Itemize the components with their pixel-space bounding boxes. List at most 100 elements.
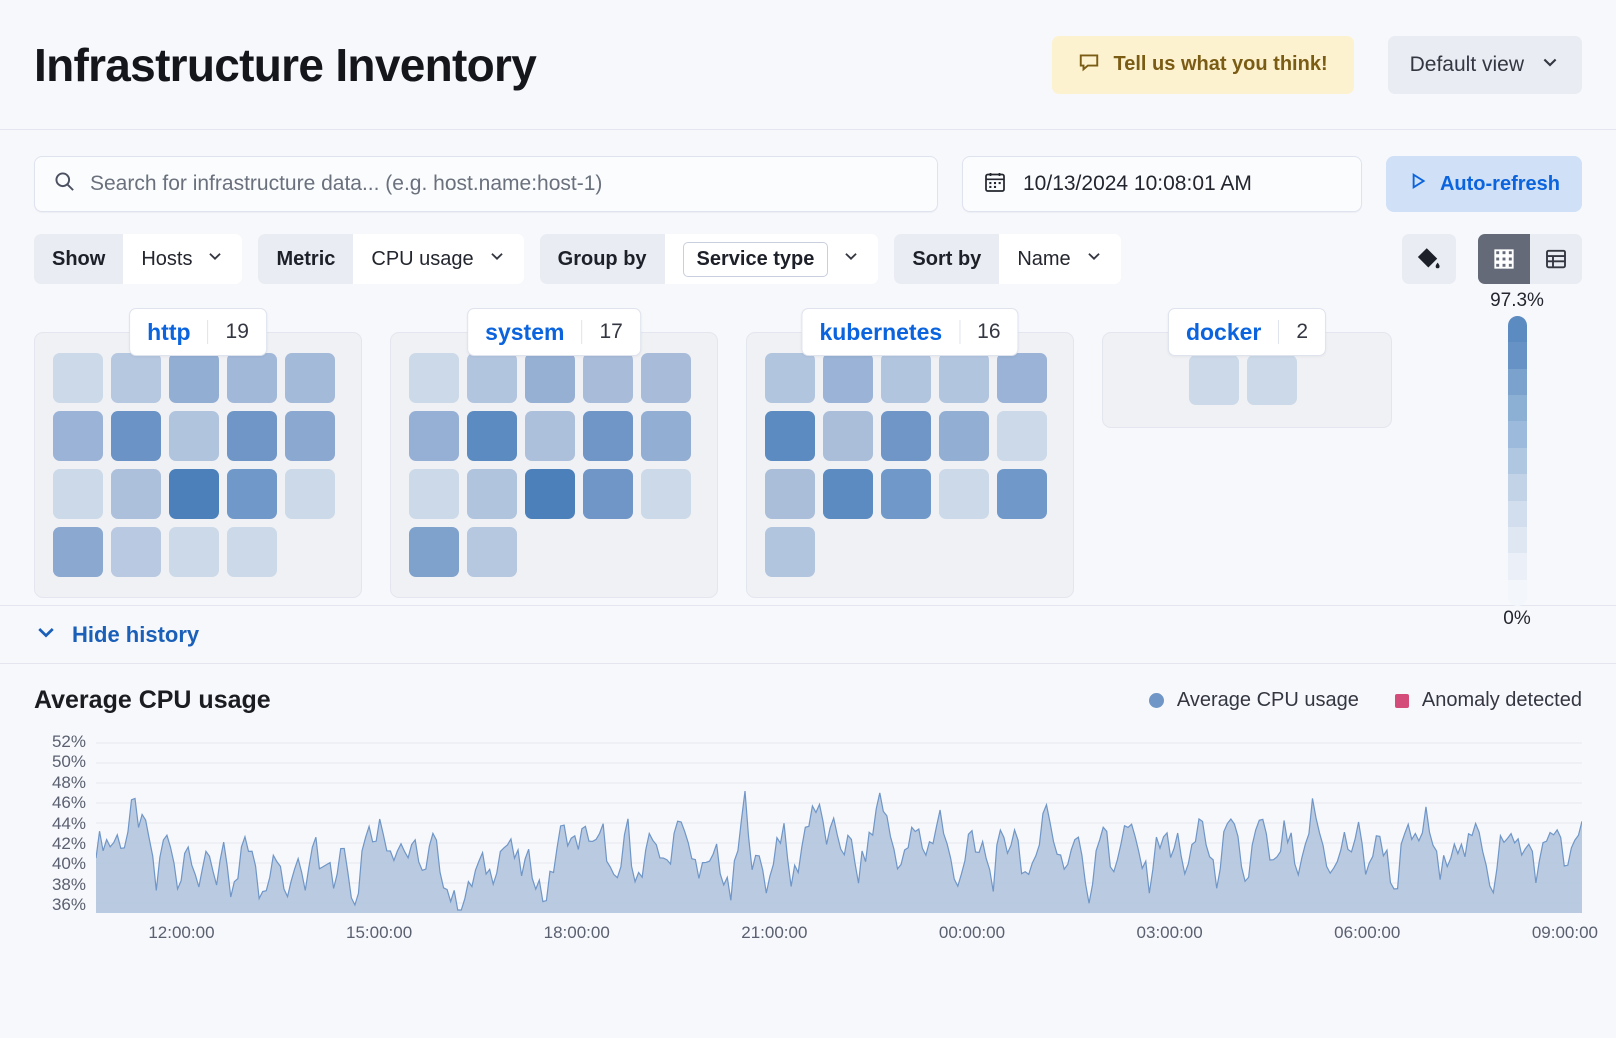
node-cell[interactable] — [765, 353, 815, 403]
node-cell[interactable] — [169, 411, 219, 461]
node-cell[interactable] — [169, 469, 219, 519]
y-axis-tick: 36% — [51, 895, 86, 914]
paint-bucket-icon[interactable] — [1402, 234, 1456, 284]
filter-sort-by-value[interactable]: Name — [999, 234, 1121, 284]
node-cell[interactable] — [881, 411, 931, 461]
y-axis-tick: 42% — [51, 833, 86, 853]
default-view-button[interactable]: Default view — [1387, 35, 1582, 94]
grid-view-icon[interactable] — [1478, 234, 1530, 284]
chevron-down-icon — [34, 620, 58, 649]
node-cell[interactable] — [53, 527, 103, 577]
filter-sort-by: Sort by Name — [894, 234, 1121, 284]
node-cell[interactable] — [765, 527, 815, 577]
node-cell[interactable] — [227, 353, 277, 403]
node-cell[interactable] — [997, 469, 1047, 519]
node-cell[interactable] — [467, 469, 517, 519]
node-cell[interactable] — [765, 469, 815, 519]
chevron-down-icon — [842, 247, 860, 271]
page-title: Infrastructure Inventory — [34, 38, 537, 91]
node-cell[interactable] — [169, 527, 219, 577]
node-cell[interactable] — [53, 353, 103, 403]
hide-history-link[interactable]: Hide history — [72, 621, 200, 647]
node-cell[interactable] — [111, 469, 161, 519]
node-cell[interactable] — [641, 411, 691, 461]
node-cell[interactable] — [111, 353, 161, 403]
node-cell[interactable] — [823, 469, 873, 519]
legend-marker-square — [1394, 693, 1409, 708]
legend-item-anomaly-detected: Anomaly detected — [1394, 689, 1582, 712]
search-input[interactable]: Search for infrastructure data... (e.g. … — [34, 156, 938, 212]
node-cell[interactable] — [111, 527, 161, 577]
node-cell[interactable] — [227, 527, 277, 577]
filter-sort-by-label: Sort by — [894, 234, 1000, 284]
filter-group-by-value-pill: Service type — [682, 241, 829, 277]
node-cell[interactable] — [53, 411, 103, 461]
date-picker[interactable]: 10/13/2024 10:08:01 AM — [962, 156, 1362, 212]
node-cell[interactable] — [285, 411, 335, 461]
node-cell[interactable] — [641, 353, 691, 403]
node-cell[interactable] — [467, 353, 517, 403]
node-cell[interactable] — [823, 353, 873, 403]
node-cell[interactable] — [583, 353, 633, 403]
node-cell[interactable] — [169, 353, 219, 403]
node-cell[interactable] — [409, 469, 459, 519]
node-cell[interactable] — [467, 411, 517, 461]
history-toggle-row[interactable]: Hide history — [0, 606, 1616, 664]
node-cell[interactable] — [525, 469, 575, 519]
filter-metric: Metric CPU usage — [258, 234, 524, 284]
node-cell[interactable] — [583, 411, 633, 461]
node-cell[interactable] — [881, 353, 931, 403]
filter-metric-value[interactable]: CPU usage — [353, 234, 524, 284]
query-row: Search for infrastructure data... (e.g. … — [34, 156, 1582, 212]
chevron-down-icon — [1085, 247, 1103, 271]
node-cell[interactable] — [823, 411, 873, 461]
plot-area[interactable] — [96, 733, 1582, 913]
filter-group-by: Group by Service type — [539, 234, 879, 284]
play-icon — [1408, 171, 1428, 197]
node-cell[interactable] — [53, 469, 103, 519]
filter-group-by-value[interactable]: Service type — [664, 234, 879, 284]
filter-show-value[interactable]: Hosts — [123, 234, 243, 284]
node-cell[interactable] — [227, 469, 277, 519]
node-cell[interactable] — [997, 411, 1047, 461]
feedback-button[interactable]: Tell us what you think! — [1051, 35, 1354, 94]
node-cell[interactable] — [285, 469, 335, 519]
color-legend: 97.3% 0% — [1472, 290, 1562, 630]
query-section: Search for infrastructure data... (e.g. … — [0, 130, 1616, 284]
filter-group-by-label: Group by — [539, 234, 665, 284]
node-cell[interactable] — [525, 353, 575, 403]
node-cell[interactable] — [285, 353, 335, 403]
auto-refresh-button[interactable]: Auto-refresh — [1386, 156, 1582, 212]
node-cell[interactable] — [641, 469, 691, 519]
node-cell[interactable] — [939, 411, 989, 461]
node-cell[interactable] — [939, 469, 989, 519]
group-count: 19 — [207, 320, 266, 344]
date-value: 10/13/2024 10:08:01 AM — [1023, 172, 1252, 195]
group-body — [746, 332, 1074, 598]
area-fill — [96, 791, 1582, 913]
node-cell[interactable] — [881, 469, 931, 519]
node-cell[interactable] — [939, 353, 989, 403]
node-cell[interactable] — [227, 411, 277, 461]
node-cell[interactable] — [583, 469, 633, 519]
node-cell[interactable] — [525, 411, 575, 461]
node-cell[interactable] — [997, 353, 1047, 403]
node-cell[interactable] — [409, 353, 459, 403]
legend-label-anomaly-detected: Anomaly detected — [1421, 689, 1582, 711]
legend-step — [1507, 368, 1527, 396]
node-cell[interactable] — [409, 411, 459, 461]
node-cell[interactable] — [111, 411, 161, 461]
chart-title: Average CPU usage — [34, 686, 271, 714]
node-cell[interactable] — [765, 411, 815, 461]
node-cell[interactable] — [1247, 355, 1297, 405]
table-view-icon[interactable] — [1530, 234, 1582, 284]
node-cell[interactable] — [1189, 355, 1239, 405]
node-cell[interactable] — [467, 527, 517, 577]
node-cell[interactable] — [409, 527, 459, 577]
